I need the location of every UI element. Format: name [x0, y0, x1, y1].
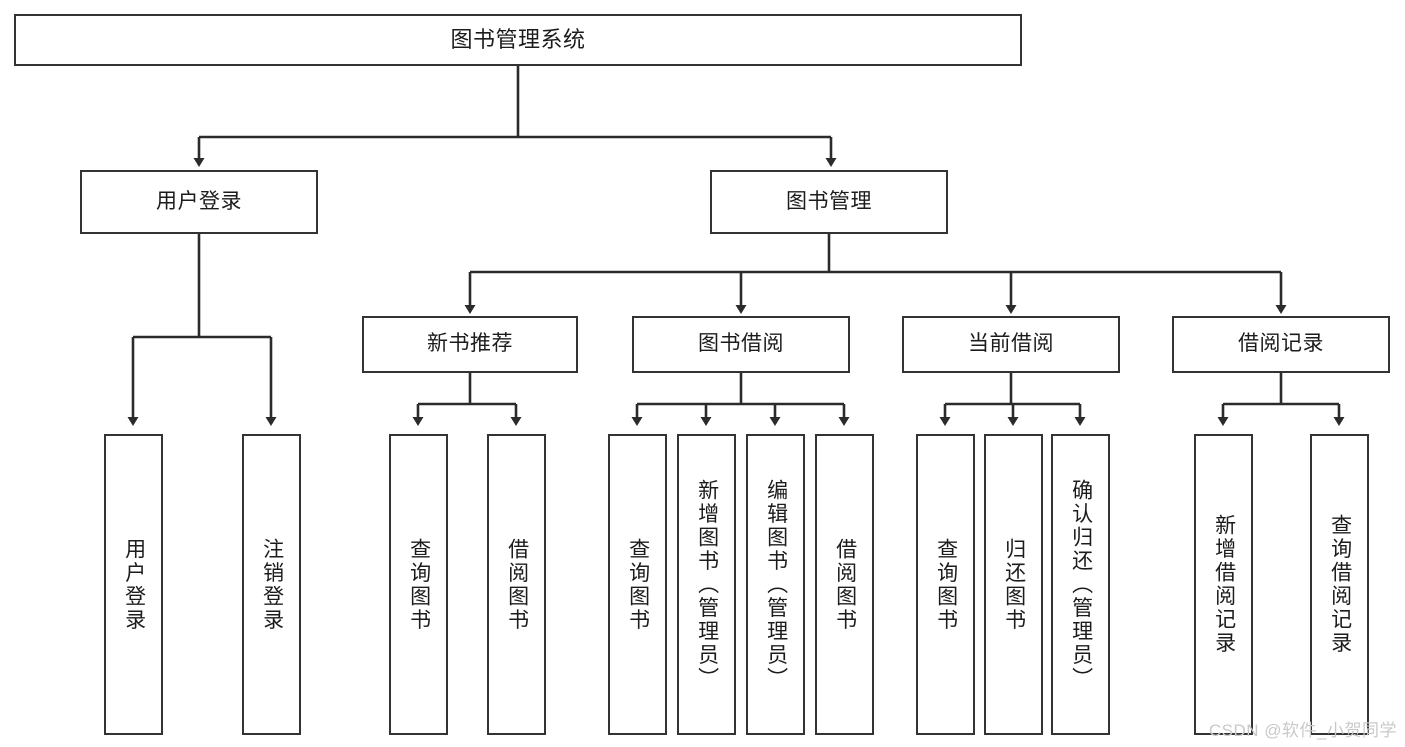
- node-book-borrow[interactable]: 图书借阅: [632, 316, 850, 373]
- node-label: 查询图书: [626, 537, 650, 632]
- node-label: 图书借阅: [698, 332, 784, 356]
- node-label: 编辑图书（管理员）: [764, 478, 788, 691]
- node-book-manage[interactable]: 图书管理: [710, 170, 948, 234]
- node-label: 借阅图书: [505, 537, 529, 632]
- node-leaf-return-book[interactable]: 归还图书: [984, 434, 1043, 735]
- node-leaf-query-book-3[interactable]: 查询图书: [916, 434, 975, 735]
- node-label: 归还图书: [1002, 537, 1026, 632]
- node-leaf-add-borrow-record[interactable]: 新增借阅记录: [1194, 434, 1253, 735]
- node-leaf-add-book-admin[interactable]: 新增图书（管理员）: [677, 434, 736, 735]
- node-label: 图书管理: [786, 189, 872, 213]
- node-label: 当前借阅: [968, 332, 1054, 356]
- node-label: 新增图书（管理员）: [695, 478, 719, 691]
- node-leaf-borrow-book-2[interactable]: 借阅图书: [815, 434, 874, 735]
- node-label: 借阅记录: [1238, 332, 1324, 356]
- node-leaf-logout-login[interactable]: 注销登录: [242, 434, 301, 735]
- node-label: 查询图书: [407, 537, 431, 632]
- node-label: 注销登录: [260, 537, 284, 632]
- node-leaf-user-login[interactable]: 用户登录: [104, 434, 163, 735]
- node-current-borrow[interactable]: 当前借阅: [902, 316, 1120, 373]
- node-label: 查询图书: [934, 537, 958, 632]
- node-leaf-edit-book-admin[interactable]: 编辑图书（管理员）: [746, 434, 805, 735]
- node-user-login[interactable]: 用户登录: [80, 170, 318, 234]
- node-leaf-query-book-1[interactable]: 查询图书: [389, 434, 448, 735]
- node-leaf-query-borrow-record[interactable]: 查询借阅记录: [1310, 434, 1369, 735]
- node-label: 用户登录: [122, 537, 146, 632]
- node-label: 新书推荐: [427, 332, 513, 356]
- node-root-system[interactable]: 图书管理系统: [14, 14, 1022, 66]
- node-borrow-record[interactable]: 借阅记录: [1172, 316, 1390, 373]
- node-new-book-recommend[interactable]: 新书推荐: [362, 316, 578, 373]
- node-label: 新增借阅记录: [1212, 514, 1236, 655]
- node-leaf-confirm-return-admin[interactable]: 确认归还（管理员）: [1051, 434, 1110, 735]
- node-label: 确认归还（管理员）: [1069, 478, 1093, 691]
- node-leaf-query-book-2[interactable]: 查询图书: [608, 434, 667, 735]
- node-leaf-borrow-book-1[interactable]: 借阅图书: [487, 434, 546, 735]
- node-label: 借阅图书: [833, 537, 857, 632]
- node-label: 用户登录: [156, 189, 242, 213]
- node-label: 图书管理系统: [450, 27, 586, 53]
- watermark-text: CSDN @软件_小贺同学: [1208, 721, 1397, 740]
- node-label: 查询借阅记录: [1328, 514, 1352, 655]
